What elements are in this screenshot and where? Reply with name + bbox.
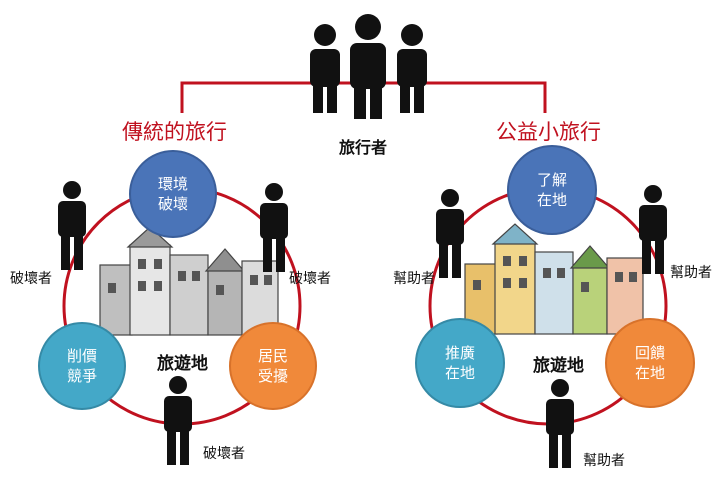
destination-label-left: 旅遊地	[157, 354, 208, 374]
role-label-helper: 幫助者	[393, 271, 435, 287]
backpacker-icon	[164, 376, 192, 465]
destination-label-right: 旅遊地	[533, 356, 584, 376]
bubble-understand-local: 了解在地	[507, 145, 597, 235]
role-label-destroyer: 破壞者	[10, 271, 52, 287]
backpacker-icon	[436, 189, 464, 278]
bubble-give-back-local: 回饋在地	[605, 318, 695, 408]
charity-travel-title: 公益小旅行	[496, 120, 601, 144]
traveler-group-icon	[310, 14, 427, 119]
role-label-helper: 幫助者	[583, 453, 625, 469]
backpacker-icon	[260, 183, 288, 272]
town-illustration-right	[464, 223, 644, 335]
backpacker-icon	[546, 379, 574, 468]
bubble-environment-damage: 環境破壞	[129, 150, 217, 238]
bubble-promote-local: 推廣在地	[415, 318, 505, 408]
bubble-price-competition: 削價競爭	[38, 322, 126, 410]
town-illustration-left	[99, 226, 279, 336]
role-label-destroyer: 破壞者	[289, 271, 331, 287]
role-label-destroyer: 破壞者	[203, 446, 245, 462]
traditional-travel-title: 傳統的旅行	[122, 120, 227, 144]
backpacker-icon	[639, 185, 667, 274]
bubble-resident-disturbance: 居民受擾	[229, 322, 317, 410]
traveler-label: 旅行者	[339, 138, 388, 157]
backpacker-icon	[58, 181, 86, 270]
role-label-helper: 幫助者	[670, 265, 712, 281]
